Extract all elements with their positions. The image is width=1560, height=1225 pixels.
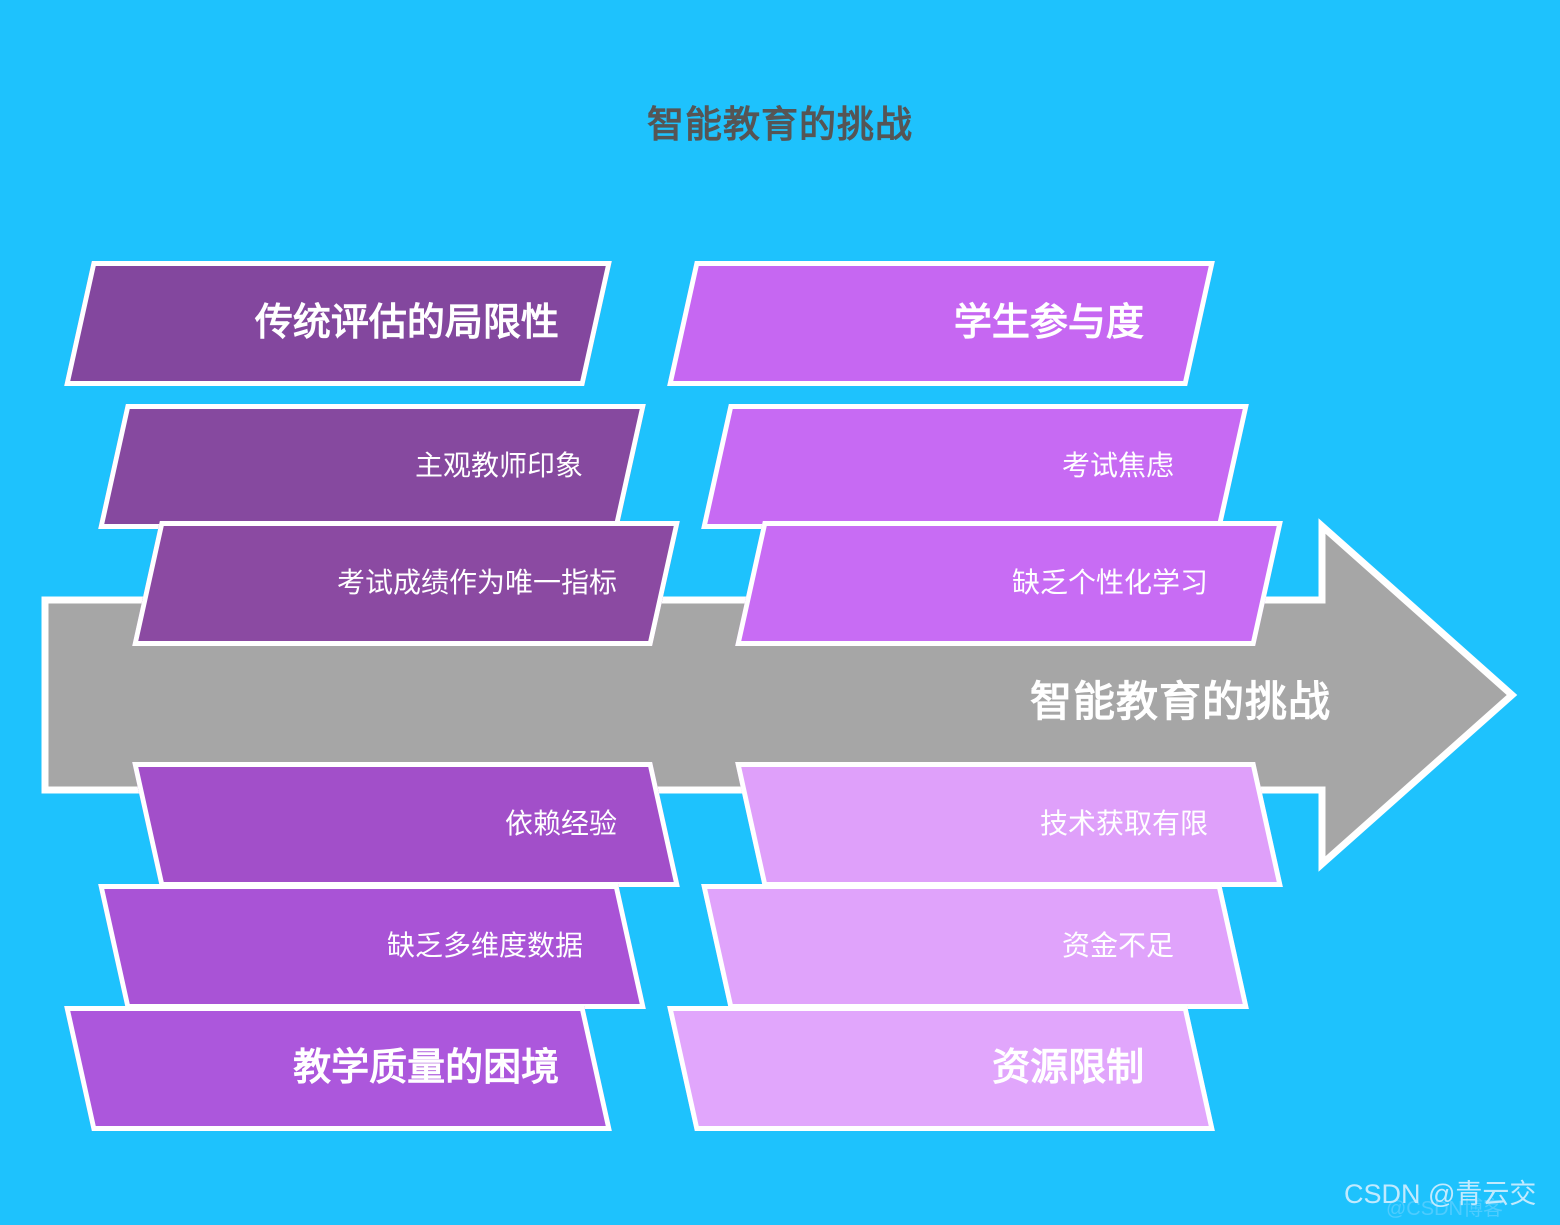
left-row-6-label: 教学质量的困境 — [292, 1046, 559, 1089]
right-row-2[interactable]: 考试焦虑 — [701, 404, 1249, 529]
left-row-4-label: 依赖经验 — [504, 808, 617, 840]
left-row-6[interactable]: 教学质量的困境 — [64, 1006, 612, 1131]
right-row-3-label: 缺乏个性化学习 — [1011, 567, 1209, 599]
right-row-6-label: 资源限制 — [991, 1046, 1144, 1089]
left-row-4[interactable]: 依赖经验 — [132, 762, 680, 887]
right-row-5[interactable]: 资金不足 — [701, 884, 1249, 1009]
right-row-6[interactable]: 资源限制 — [667, 1006, 1215, 1131]
right-row-4[interactable]: 技术获取有限 — [735, 762, 1283, 887]
right-row-3[interactable]: 缺乏个性化学习 — [735, 521, 1283, 646]
left-row-3-label: 考试成绩作为唯一指标 — [336, 567, 618, 599]
right-row-1-label: 学生参与度 — [953, 301, 1145, 344]
watermark: CSDN @青云交 — [1344, 1179, 1537, 1209]
right-row-4-label: 技术获取有限 — [1039, 808, 1208, 840]
right-row-5-label: 资金不足 — [1061, 930, 1174, 962]
left-row-2[interactable]: 主观教师印象 — [98, 404, 646, 529]
left-row-2-label: 主观教师印象 — [414, 450, 584, 482]
right-row-1[interactable]: 学生参与度 — [667, 261, 1215, 386]
left-row-5[interactable]: 缺乏多维度数据 — [98, 884, 646, 1009]
left-row-5-label: 缺乏多维度数据 — [386, 930, 583, 962]
watermark-shadow: @CSDN博客 — [1386, 1198, 1503, 1220]
page-title: 智能教育的挑战 — [647, 104, 913, 145]
arrow-label: 智能教育的挑战 — [1030, 678, 1332, 725]
left-row-1-label: 传统评估的局限性 — [254, 301, 560, 344]
left-row-1[interactable]: 传统评估的局限性 — [64, 261, 612, 386]
left-row-3[interactable]: 考试成绩作为唯一指标 — [132, 521, 680, 646]
right-row-2-label: 考试焦虑 — [1061, 450, 1175, 482]
